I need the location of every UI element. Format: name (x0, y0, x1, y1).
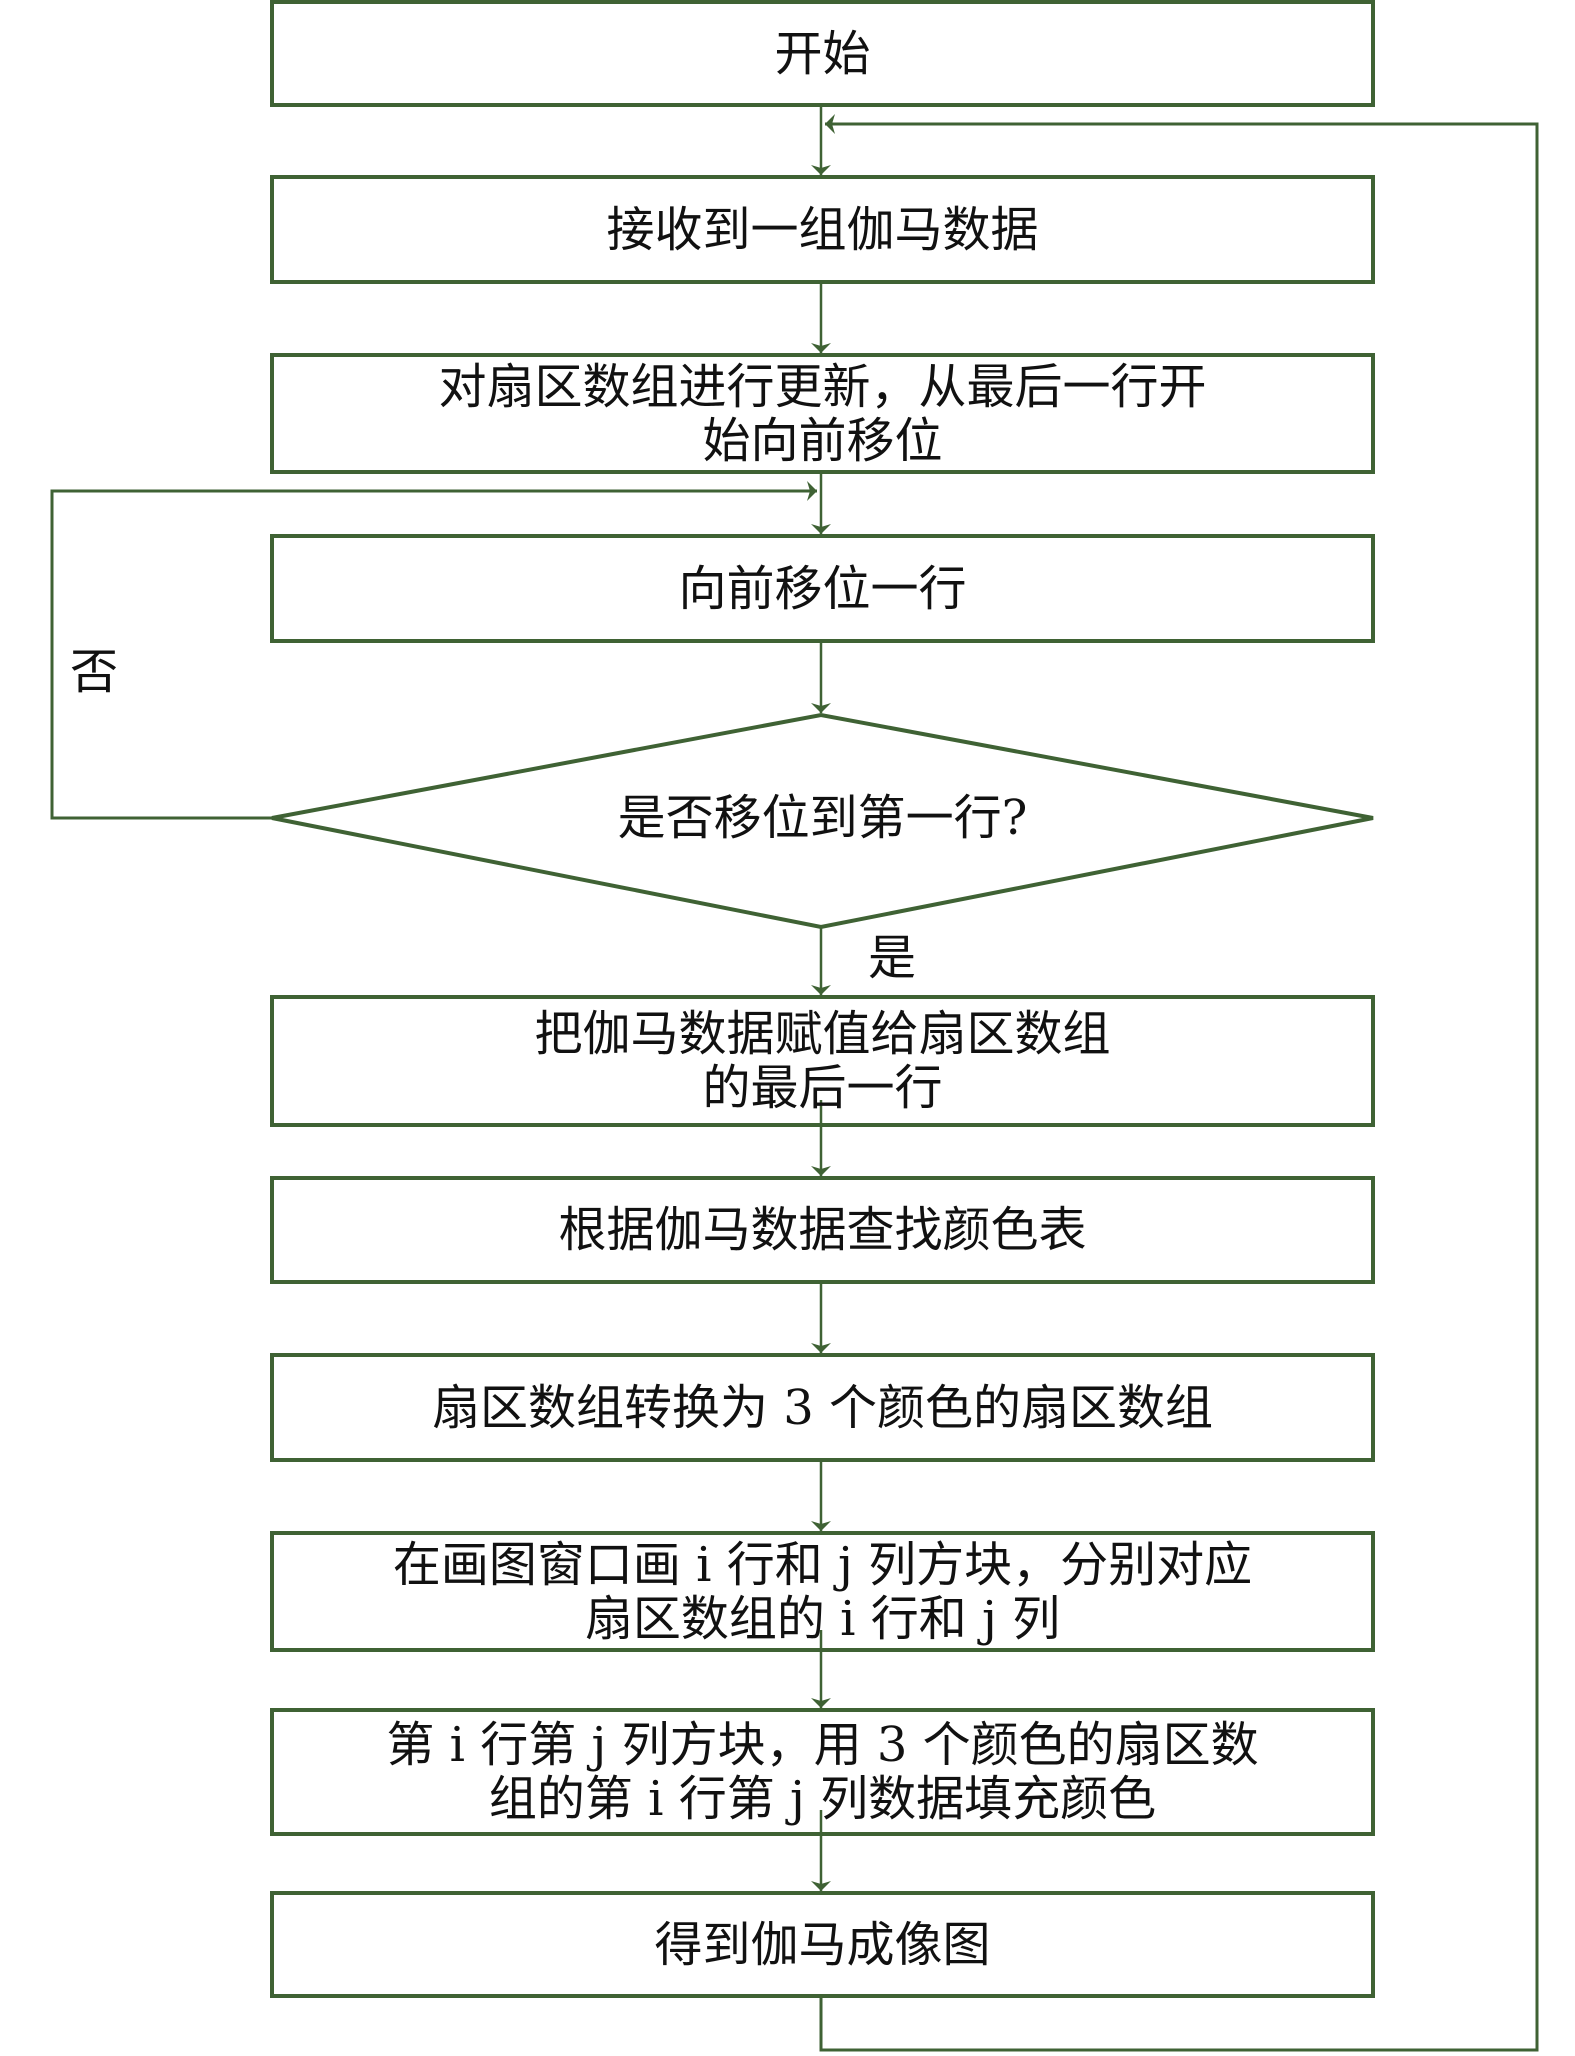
box-shift (270, 534, 1375, 643)
start-label: 开始 (774, 25, 871, 82)
draw-line-2: 扇区数组的 i 行和 j 列 (584, 1590, 1061, 1647)
box-update (270, 353, 1375, 474)
box-lookup (270, 1176, 1375, 1284)
shift-label: 向前移位一行 (678, 560, 967, 617)
receive-label: 接收到一组伽马数据 (606, 201, 1039, 258)
update-line-1: 对扇区数组进行更新，从最后一行开 (438, 358, 1207, 415)
fill-line-1: 第 i 行第 j 列方块，用 3 个颜色的扇区数 (386, 1717, 1259, 1773)
loop-repeat (819, 114, 1539, 2052)
update-label: 对扇区数组进行更新，从最后一行开 始向前移位 (272, 355, 1373, 472)
box-convert (270, 1353, 1375, 1462)
box-assign (270, 995, 1375, 1127)
draw-line-1: 在画图窗口画 i 行和 j 列方块，分别对应 (392, 1536, 1253, 1593)
box-fill (270, 1708, 1375, 1836)
yes-label: 是 (868, 930, 917, 986)
assign-line-2: 的最后一行 (702, 1060, 943, 1116)
lookup-label: 根据伽马数据查找颜色表 (558, 1202, 1087, 1258)
box-receive (270, 175, 1375, 284)
assign-line-1: 把伽马数据赋值给扇区数组 (534, 1006, 1111, 1062)
assign-label: 把伽马数据赋值给扇区数组 的最后一行 (272, 997, 1373, 1125)
fill-line-2: 组的第 i 行第 j 列数据填充颜色 (488, 1771, 1157, 1827)
convert-label: 扇区数组转换为 3 个颜色的扇区数组 (431, 1379, 1214, 1436)
decision-label: 是否移位到第一行? (617, 790, 1028, 846)
draw-label: 在画图窗口画 i 行和 j 列方块，分别对应 扇区数组的 i 行和 j 列 (272, 1533, 1373, 1650)
update-line-2: 始向前移位 (702, 412, 943, 469)
loop-no-branch (50, 481, 817, 820)
no-label: 否 (70, 644, 119, 700)
box-start (270, 0, 1375, 107)
decision-diamond (271, 712, 1374, 930)
box-draw (270, 1531, 1375, 1652)
fill-label: 第 i 行第 j 列方块，用 3 个颜色的扇区数 组的第 i 行第 j 列数据填… (272, 1710, 1373, 1834)
result-label: 得到伽马成像图 (654, 1916, 991, 1973)
